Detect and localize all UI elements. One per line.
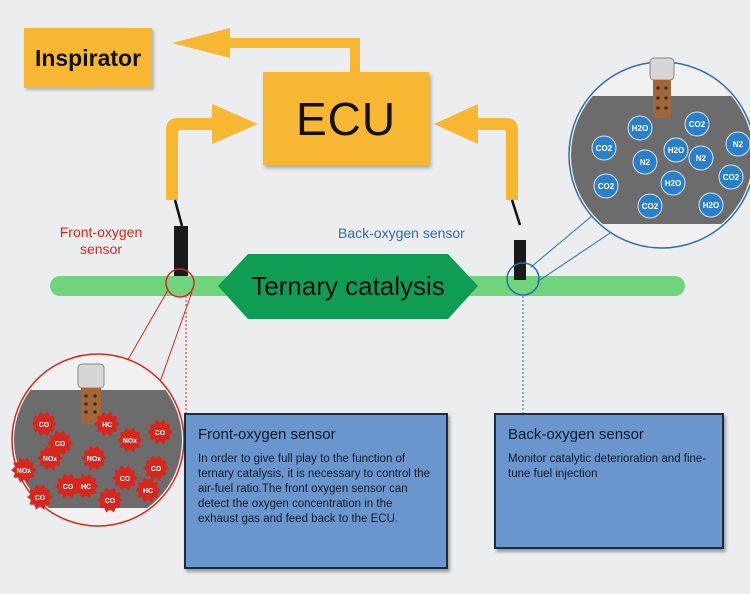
molecule-marker: H2O (663, 137, 689, 163)
molecule-label: CO (55, 441, 66, 448)
molecule-label: HC (81, 484, 91, 491)
molecule-label: CO (39, 422, 50, 429)
molecule-marker: N2 (725, 131, 750, 157)
molecule-label: NOx (17, 468, 32, 475)
molecule-marker: CO (27, 484, 53, 510)
molecule-label: CO2 (723, 173, 740, 182)
molecule-label: N2 (733, 140, 744, 149)
molecule-label: HC (143, 488, 153, 495)
molecule-marker: CO (112, 465, 138, 491)
ecu-to-inspirator-arrow (172, 28, 360, 72)
molecule-marker: NOx (117, 427, 143, 453)
back-oxygen-sensor-probe (506, 199, 540, 296)
back-info-title: Back-oxygen sensor (508, 426, 644, 443)
molecule-label: NOx (87, 456, 102, 463)
molecule-marker: CO2 (593, 173, 619, 199)
molecule-label: N2 (640, 158, 651, 167)
molecule-label: NOx (123, 438, 138, 445)
back-info-description: Monitor catalytic deterioration and fine… (508, 453, 707, 480)
molecule-marker: CO (147, 419, 173, 445)
molecule-label: CO2 (598, 182, 615, 191)
catalytic-converter (218, 254, 478, 319)
molecule-label: CO2 (642, 202, 659, 211)
molecule-marker: HC (73, 473, 99, 499)
front-info-description: In order to give full play to the functi… (198, 453, 431, 525)
inspirator-label: Inspirator (34, 44, 142, 71)
molecule-label: CO2 (596, 144, 613, 153)
molecule-label: H2O (632, 124, 648, 133)
inspirator-box: Inspirator (24, 28, 152, 88)
molecule-marker: HC (135, 477, 161, 503)
ternary-catalysis-label: Ternary catalysis (251, 270, 445, 301)
molecule-marker: H2O (698, 192, 724, 218)
molecule-marker: CO2 (637, 193, 663, 219)
molecule-label: H2O (703, 201, 719, 210)
molecule-marker: CO2 (591, 135, 617, 161)
back-sensor-to-ecu-arrow (434, 104, 518, 200)
molecule-label: CO (35, 495, 46, 502)
molecule-marker: CO2 (718, 164, 744, 190)
molecule-marker: H2O (627, 115, 653, 141)
molecule-label: CO (63, 484, 74, 491)
molecule-marker: CO (143, 455, 169, 481)
molecule-marker: CO2 (684, 111, 710, 137)
molecule-marker: HC (94, 411, 120, 437)
molecule-label: NOx (43, 456, 58, 463)
ecu-box: ECU (263, 72, 429, 165)
molecule-marker: CO (55, 473, 81, 499)
front-oxygen-sensor-probe (165, 199, 195, 298)
molecule-label: H2O (668, 146, 684, 155)
molecule-marker: NOx (11, 457, 37, 483)
front-info-title: Front-oxygen sensor (198, 426, 336, 443)
molecule-marker: CO (31, 411, 57, 437)
front-sensor-info-box: Front-oxygen sensor In order to give ful… (184, 413, 448, 569)
front-callout-line (121, 289, 169, 371)
molecule-marker: CO (47, 430, 73, 456)
molecule-label: H2O (665, 179, 681, 188)
molecule-label: HC (102, 422, 112, 429)
front-caption-line1: Front-oxygen (59, 224, 143, 240)
ecu-label: ECU (295, 92, 397, 145)
front-sensor-to-ecu-arrow (166, 104, 258, 200)
molecule-label: CO (120, 476, 131, 483)
front-caption-line2: sensor (79, 241, 123, 257)
molecule-marker: N2 (632, 149, 658, 175)
back-oxygen-sensor-caption: Back-oxygen sensor (338, 225, 465, 241)
molecule-marker: CO (97, 487, 123, 513)
molecule-marker: N2 (688, 145, 714, 171)
front-oxygen-sensor-caption: Front-oxygen sensor (36, 224, 166, 258)
back-sensor-tip (649, 57, 675, 118)
molecule-label: CO (105, 498, 116, 505)
back-sensor-info-box: Back-oxygen sensor Monitor catalytic det… (494, 413, 724, 549)
molecule-label: CO2 (689, 120, 706, 129)
molecule-marker: NOx (81, 445, 107, 471)
molecule-label: N2 (696, 154, 707, 163)
molecule-marker: H2O (660, 170, 686, 196)
molecule-label: CO (151, 466, 162, 473)
molecule-label: CO (155, 430, 166, 437)
front-sensor-tip (77, 363, 105, 424)
